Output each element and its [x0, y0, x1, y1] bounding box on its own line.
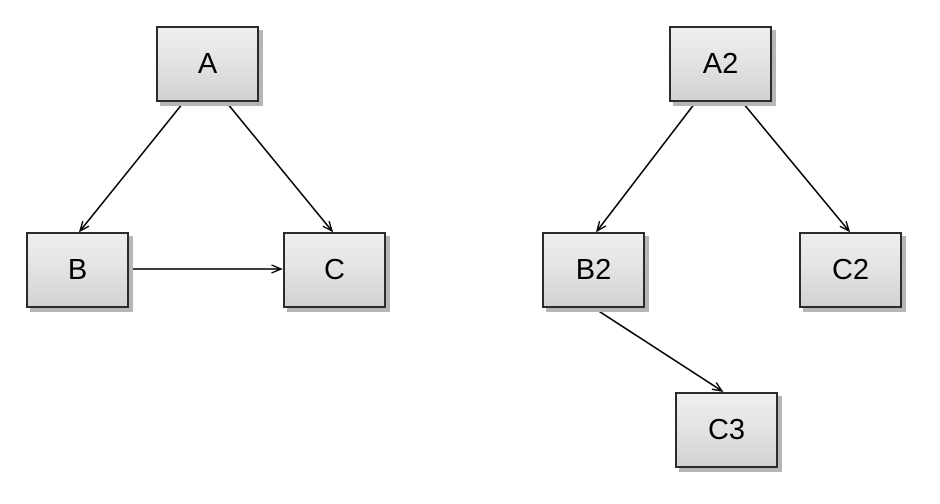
node-label: C: [324, 253, 345, 286]
edge-B2-C3[interactable]: [593, 307, 722, 391]
node-label: C3: [707, 413, 746, 446]
node-label: A2: [702, 47, 739, 80]
edge-A-B[interactable]: [80, 102, 184, 231]
node-C3[interactable]: C3: [675, 392, 778, 468]
node-label: A: [197, 47, 218, 80]
edge-A2-C2[interactable]: [742, 102, 849, 231]
node-B2[interactable]: B2: [542, 232, 645, 308]
edge-A2-B2[interactable]: [597, 102, 696, 231]
node-label: B: [67, 253, 88, 286]
node-A2[interactable]: A2: [669, 26, 772, 102]
node-C[interactable]: C: [283, 232, 386, 308]
node-C2[interactable]: C2: [799, 232, 902, 308]
node-label: C2: [831, 253, 870, 286]
node-label: B2: [575, 253, 612, 286]
node-A[interactable]: A: [156, 26, 259, 102]
node-B[interactable]: B: [26, 232, 129, 308]
edge-A-C[interactable]: [226, 102, 332, 231]
